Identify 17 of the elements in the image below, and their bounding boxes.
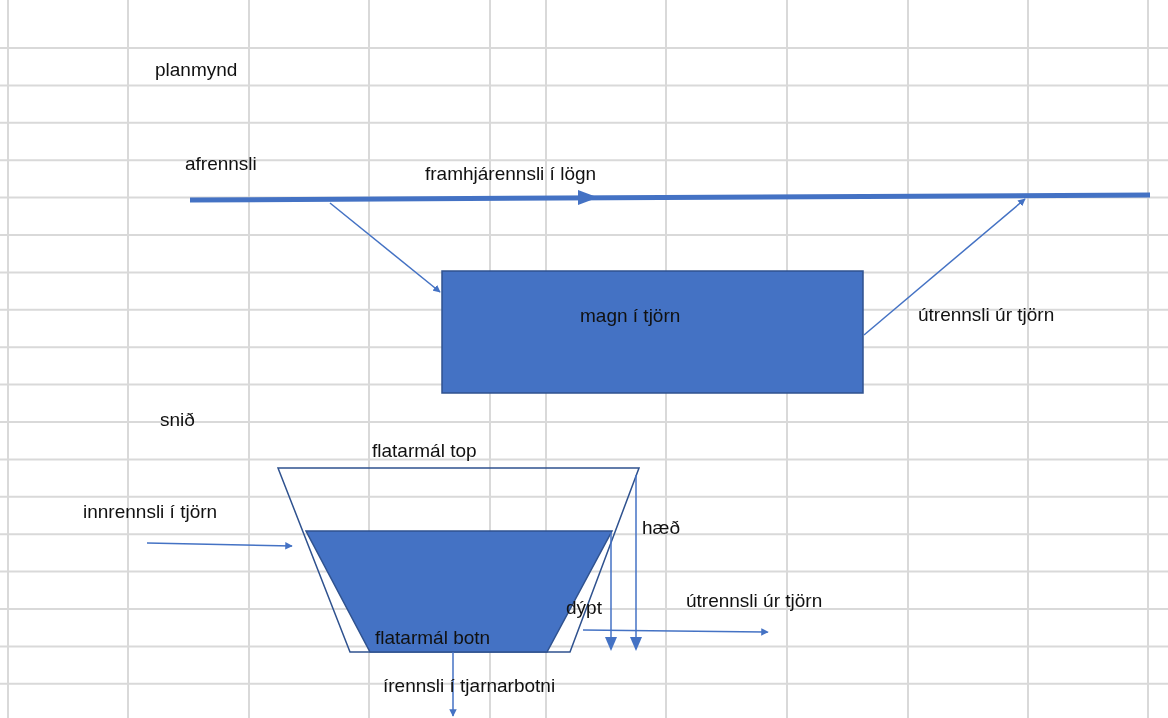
edge-label: innrennsli í tjörn: [83, 500, 218, 524]
pipe-label: framhjárennsli í lögn: [425, 162, 597, 186]
edge-label: útrennsli úr tjörn: [686, 589, 823, 613]
view-title: snið: [160, 408, 195, 432]
pipe-label: afrennsli: [185, 152, 257, 176]
box-label: magn í tjörn: [580, 304, 681, 328]
arrow: [329, 202, 441, 293]
area-label: flatarmál top: [372, 439, 477, 463]
dimension-label: hæð: [642, 516, 681, 540]
arrow: [863, 198, 1026, 336]
view-title: planmynd: [155, 58, 238, 82]
area-label: flatarmál botn: [375, 626, 491, 650]
edge-label: írennsli í tjarnarbotni: [383, 674, 556, 698]
arrow: [582, 628, 769, 636]
arrow: [449, 651, 457, 717]
arrow: [146, 542, 293, 550]
edge-label: útrennsli úr tjörn: [918, 303, 1055, 327]
